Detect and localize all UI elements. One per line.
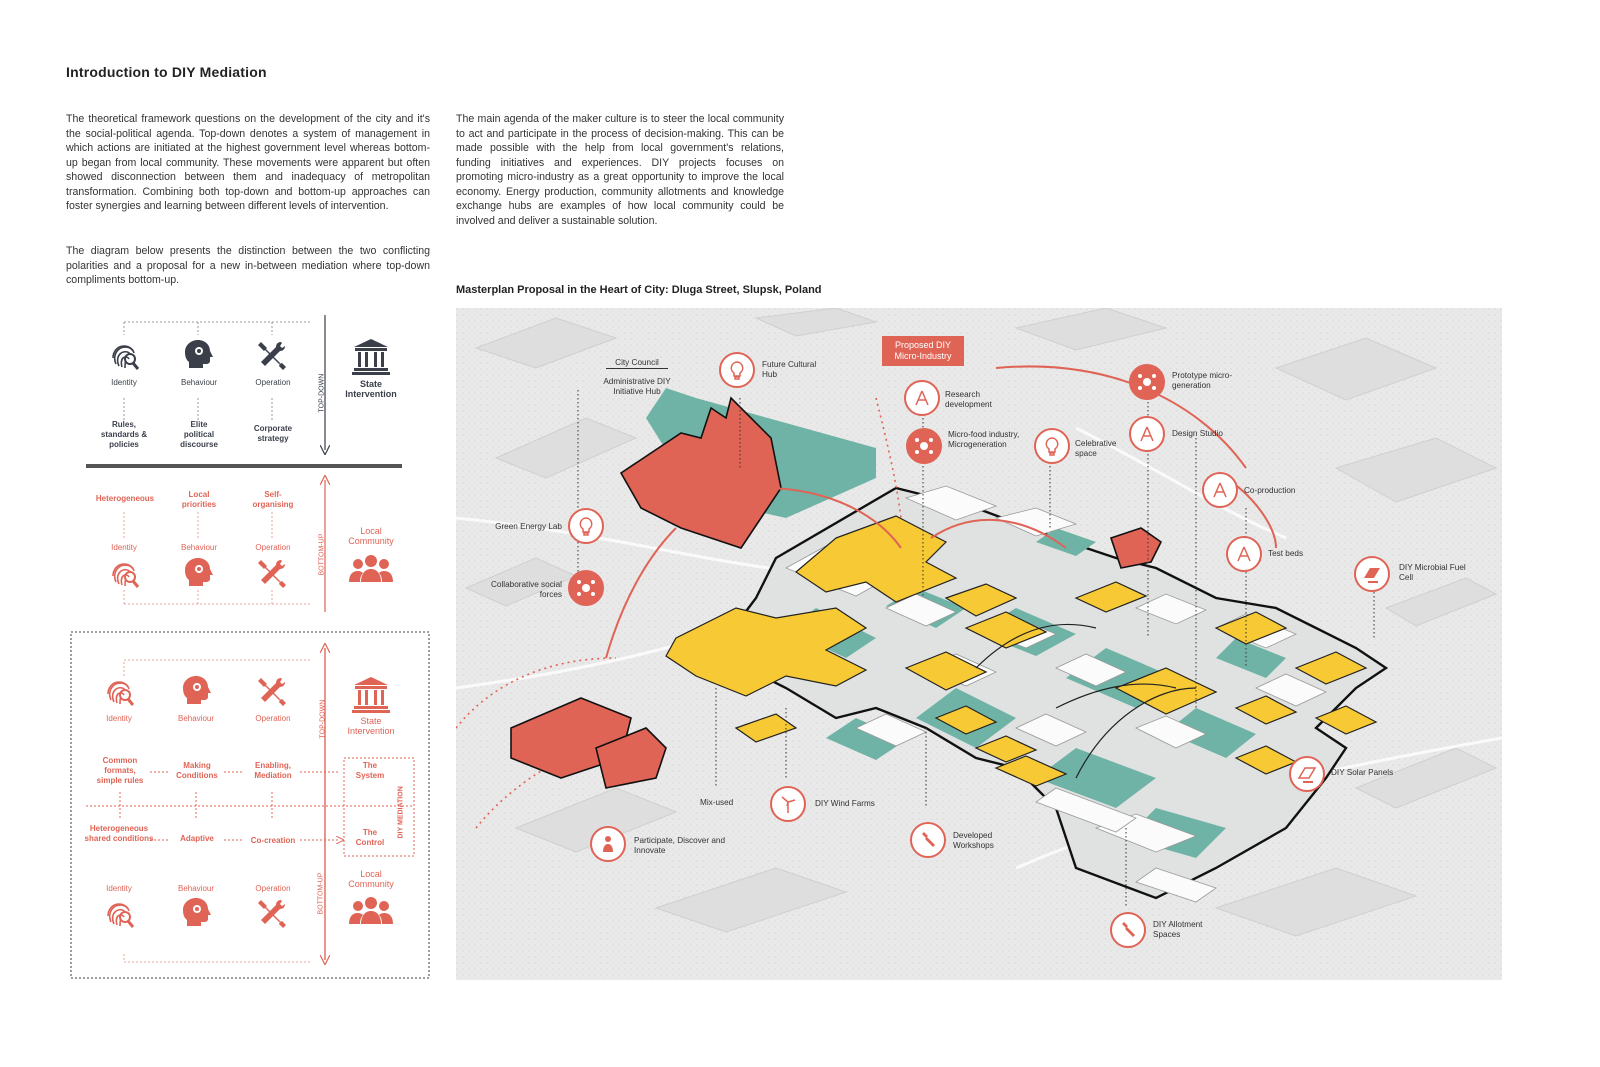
participate-label: Participate, Discover and Innovate — [634, 836, 726, 855]
b2-identity-label: Identity — [106, 884, 132, 893]
bottom-up-axis-label: BOTTOM-UP — [318, 533, 326, 576]
cocreation-label: Co-creation — [250, 836, 296, 845]
green-energy-lab-marker[interactable] — [568, 508, 604, 544]
research-label: Research development — [945, 390, 992, 409]
mixused-label: Mix-used — [700, 798, 734, 807]
bulb-icon — [730, 361, 744, 380]
corporate-label: Corporate strategy — [253, 424, 293, 443]
allotment-marker[interactable] — [1110, 912, 1146, 948]
top-behaviour-label: Behaviour — [180, 378, 218, 387]
the-control-label: The Control — [355, 828, 385, 847]
coproduction-label: Co-production — [1244, 486, 1296, 495]
network-icon — [1138, 374, 1156, 390]
research-marker[interactable] — [904, 380, 940, 416]
intro-paragraph-1: The theoretical framework questions on t… — [66, 113, 430, 212]
wind-label: DIY Wind Farms — [815, 799, 875, 808]
hetero-shared-label: Heterogeneous shared conditions — [84, 824, 154, 843]
people-icon — [603, 836, 613, 852]
mid-identity-label: Identity — [111, 543, 137, 552]
workshops-label: Developed Workshops — [953, 831, 994, 850]
proposed-diy-box: Proposed DIY Micro-Industry — [882, 336, 964, 366]
intro-paragraph-2: The diagram below presents the distincti… — [66, 245, 430, 286]
fuel-cell-label: DIY Microbial Fuel Cell — [1399, 563, 1466, 582]
compass-icon — [1237, 546, 1251, 562]
prototype-marker[interactable] — [1129, 364, 1165, 400]
test-beds-marker[interactable] — [1226, 536, 1262, 572]
adaptive-label: Adaptive — [180, 834, 214, 843]
bulb-icon — [579, 517, 593, 536]
b-identity-label: Identity — [106, 714, 132, 723]
b-operation-label: Operation — [255, 714, 291, 723]
admin-hub-label: Administrative DIY Initiative Hub — [603, 377, 671, 396]
solar-panels-marker[interactable] — [1289, 756, 1325, 792]
the-system-label: The System — [355, 761, 385, 780]
top-identity-label: Identity — [111, 378, 137, 387]
elite-label: Elite political discourse — [180, 420, 218, 449]
b-bottom-up-axis-label: BOTTOM-UP — [317, 872, 325, 915]
b-top-down-axis-label: TOP-DOWN — [319, 699, 327, 739]
celebrative-marker[interactable] — [1034, 428, 1070, 464]
common-formats-label: Common formats, simple rules — [96, 756, 144, 785]
solar-panel-icon — [1364, 568, 1380, 583]
wrench-icon — [922, 832, 935, 847]
wind-turbine-icon — [781, 796, 796, 813]
coproduction-marker[interactable] — [1202, 472, 1238, 508]
mid-behaviour-label: Behaviour — [180, 543, 218, 552]
local-priorities-label: Local priorities — [181, 490, 217, 509]
making-conditions-label: Making Conditions — [176, 761, 218, 780]
b-local-community-label: Local Community — [348, 869, 394, 889]
network-icon — [577, 580, 595, 596]
self-organising-label: Self-organising — [252, 490, 294, 509]
diy-mediation-label: DIY MEDIATION — [397, 786, 405, 839]
prototype-label: Prototype micro-generation — [1172, 371, 1233, 390]
wind-farms-marker[interactable] — [770, 786, 806, 822]
top-down-axis-label: TOP-DOWN — [318, 373, 326, 413]
b-behaviour-label: Behaviour — [177, 714, 215, 723]
page-title: Introduction to DIY Mediation — [66, 64, 267, 80]
fuel-cell-marker[interactable] — [1354, 556, 1390, 592]
enabling-label: Enabling, Mediation — [254, 761, 292, 780]
future-cultural-label: Future Cultural Hub — [762, 360, 817, 379]
test-beds-label: Test beds — [1268, 549, 1304, 558]
solar-label: DIY Solar Panels — [1331, 768, 1394, 777]
b-state-intervention-label: State Intervention — [347, 716, 395, 736]
bulb-icon — [1045, 437, 1059, 456]
masterplan-title: Masterplan Proposal in the Heart of City… — [456, 284, 822, 296]
compass-icon — [1140, 426, 1154, 442]
workshops-marker[interactable] — [910, 822, 946, 858]
rules-label: Rules, standards & policies — [100, 420, 148, 449]
top-operation-label: Operation — [255, 378, 291, 387]
celebrative-label: Celebrative space — [1075, 439, 1117, 458]
wrench-icon — [1122, 922, 1135, 937]
intro-paragraph-3: The main agenda of the maker culture is … — [456, 113, 784, 227]
heterogeneous-label: Heterogeneous — [95, 494, 155, 503]
micro-food-marker[interactable] — [906, 428, 942, 464]
future-cultural-hub-marker[interactable] — [719, 352, 755, 388]
masterplan-map — [456, 308, 1502, 980]
local-community-label: Local Community — [348, 526, 394, 546]
city-council-label: City Council — [606, 358, 668, 369]
solar-panel-icon — [1297, 767, 1317, 783]
mid-operation-label: Operation — [255, 543, 291, 552]
collaborative-label: Collaborative social forces — [491, 580, 562, 599]
design-studio-label: Design Studio — [1172, 429, 1223, 438]
allotment-label: DIY Allotment Spaces — [1153, 920, 1203, 939]
network-icon — [915, 438, 933, 454]
green-lab-label: Green Energy Lab — [495, 522, 562, 531]
state-intervention-label: State Intervention — [345, 379, 397, 399]
micro-food-label: Micro-food industry, Microgeneration — [948, 430, 1020, 449]
compass-icon — [915, 390, 929, 406]
b2-operation-label: Operation — [255, 884, 291, 893]
design-studio-marker[interactable] — [1129, 416, 1165, 452]
compass-icon — [1213, 482, 1227, 498]
collaborative-marker[interactable] — [568, 570, 604, 606]
participate-marker[interactable] — [590, 826, 626, 862]
b2-behaviour-label: Behaviour — [177, 884, 215, 893]
